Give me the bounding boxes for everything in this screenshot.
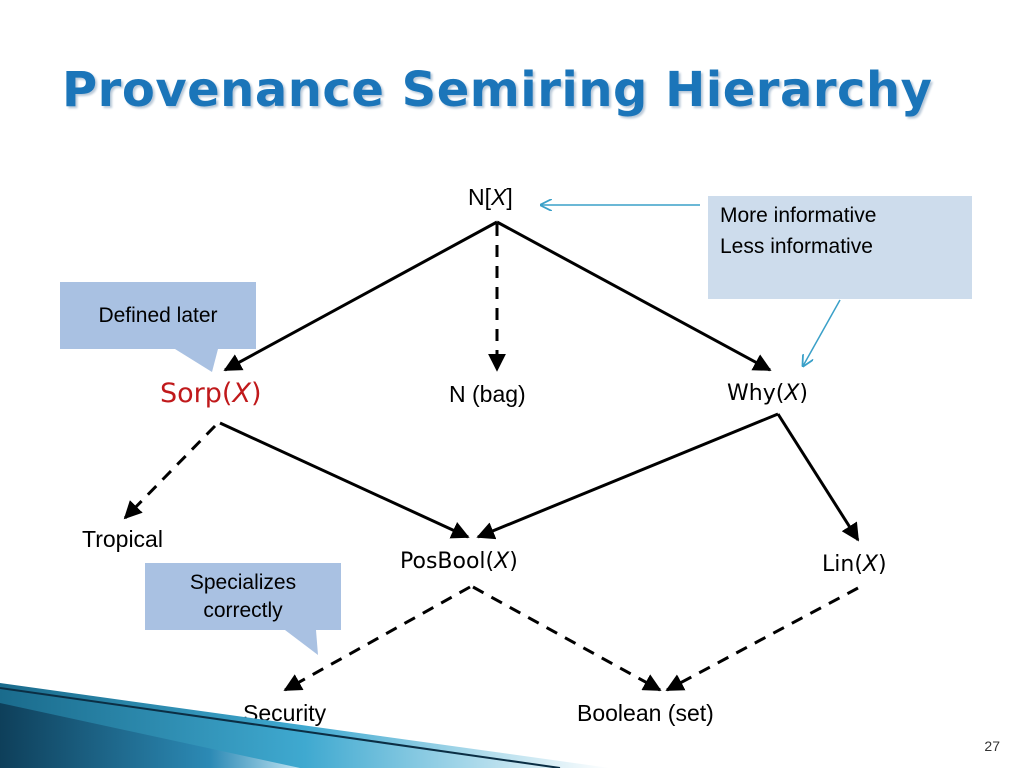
info-more-informative: More informative — [720, 204, 877, 227]
node-tropical: Tropical — [82, 526, 163, 552]
pointer-less-informative — [803, 299, 841, 366]
edge-posbool-boolean — [472, 585, 662, 692]
edge-nx-sorp — [223, 220, 498, 372]
swoosh-line — [0, 687, 561, 768]
swoosh-dark — [0, 703, 300, 768]
edge-why-posbool — [476, 412, 779, 540]
slide-decoration — [0, 683, 610, 768]
edge-posbool-security — [283, 585, 471, 692]
info-less-informative: Less informative — [720, 235, 873, 258]
node-nbag: N (bag) — [449, 381, 526, 407]
callout-tail-defined-later — [175, 349, 218, 372]
node-lin: Lin(X) — [822, 552, 887, 577]
edge-why-lin — [776, 413, 860, 542]
node-nx: N[X] — [468, 184, 513, 210]
node-sorp: Sorp(X) — [160, 378, 262, 409]
edge-lin-boolean — [665, 586, 859, 692]
callout-defined-later: Defined later — [60, 282, 256, 349]
node-why: Why(X) — [727, 381, 808, 406]
callout-specializes-correctly: Specializes correctly — [145, 563, 341, 630]
slide-title: Provenance Semiring Hierarchy — [62, 62, 933, 118]
page-number: 27 — [984, 738, 1000, 754]
callout-tail-specializes — [285, 630, 318, 655]
node-posbool: PosBool(X) — [400, 549, 518, 574]
node-boolean: Boolean (set) — [577, 700, 714, 726]
edge-sorp-tropical — [123, 424, 217, 520]
info-box: More informative Less informative — [708, 196, 972, 299]
edge-nx-why — [496, 220, 772, 372]
edge-sorp-posbool — [219, 421, 470, 539]
